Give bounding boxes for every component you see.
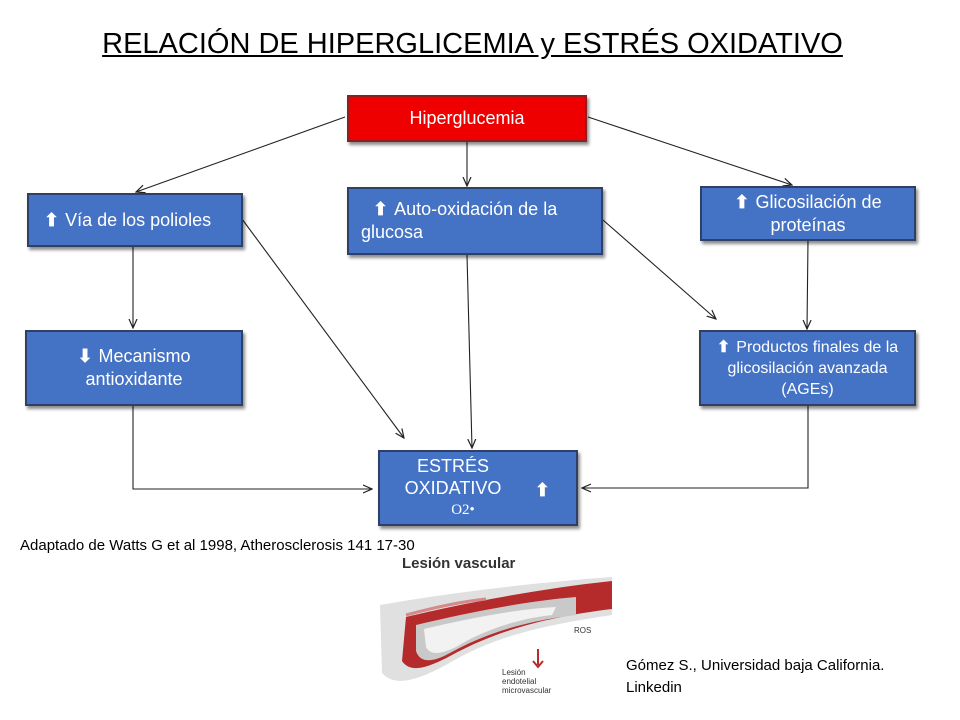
node-label: Glicosilación de proteínas	[755, 191, 882, 235]
superoxide-label: O2•	[451, 502, 475, 518]
node-label: Mecanismo antioxidante	[85, 346, 191, 389]
arrow-up-icon: ⬆	[734, 191, 750, 212]
edge-hiperglucemia-glicosilacion	[587, 116, 792, 185]
node-ages: ⬆Productos finales de la glicosilación a…	[699, 330, 916, 406]
edge-autooxidacion-estres	[466, 254, 472, 448]
node-autooxidacion: ⬆Auto-oxidación de la glucosa	[347, 187, 603, 255]
citation-watts: Adaptado de Watts G et al 1998, Atherosc…	[20, 537, 415, 554]
node-glicosilacion: ⬆Glicosilación de proteínas	[700, 186, 916, 241]
edge-glicosilacion-ages	[807, 239, 808, 329]
vascular-lesion-figure: Lesión vascular ROS Lesión endotelial mi…	[376, 555, 616, 720]
citation-gomez: Gómez S., Universidad baja California. L…	[626, 655, 884, 699]
arrow-up-icon: ⬆	[44, 209, 60, 230]
edge-autooxidacion-ages	[602, 219, 716, 319]
node-label: Hiperglucemia	[409, 108, 525, 128]
arrow-up-icon: ⬆	[534, 480, 550, 500]
edge-hiperglucemia-polioles	[136, 116, 346, 192]
page-title: RELACIÓN DE HIPERGLICEMIA y ESTRÉS OXIDA…	[102, 28, 843, 60]
edge-ages-estres	[582, 406, 809, 488]
arrow-down-icon: ⬇	[77, 346, 93, 366]
citation-line: Gómez S., Universidad baja California.	[626, 657, 885, 674]
arrow-up-icon: ⬆	[373, 199, 389, 219]
node-label: Productos finales de la glicosilación av…	[727, 338, 899, 398]
node-estres: ESTRÉS OXIDATIVO ⬆ O2•	[378, 450, 578, 526]
arrow-up-icon: ⬆	[716, 338, 731, 356]
node-hiperglucemia: Hiperglucemia	[347, 95, 587, 142]
node-label: Vía de los polioles	[65, 209, 212, 230]
node-label: ESTRÉS OXIDATIVO	[404, 456, 502, 498]
node-antioxidante: ⬇Mecanismo antioxidante	[25, 330, 243, 406]
lesion-label: Lesión endotelial microvascular	[502, 668, 552, 695]
node-label: Auto-oxidación de la glucosa	[361, 199, 558, 242]
ros-label: ROS	[574, 626, 592, 635]
figure-title: Lesión vascular	[402, 555, 516, 572]
vessel-illustration	[380, 577, 612, 681]
edge-antioxidante-estres	[132, 406, 372, 489]
node-polioles: ⬆Vía de los polioles	[27, 193, 243, 247]
citation-line: Linkedin	[626, 679, 682, 696]
edge-polioles-estres	[241, 218, 404, 438]
